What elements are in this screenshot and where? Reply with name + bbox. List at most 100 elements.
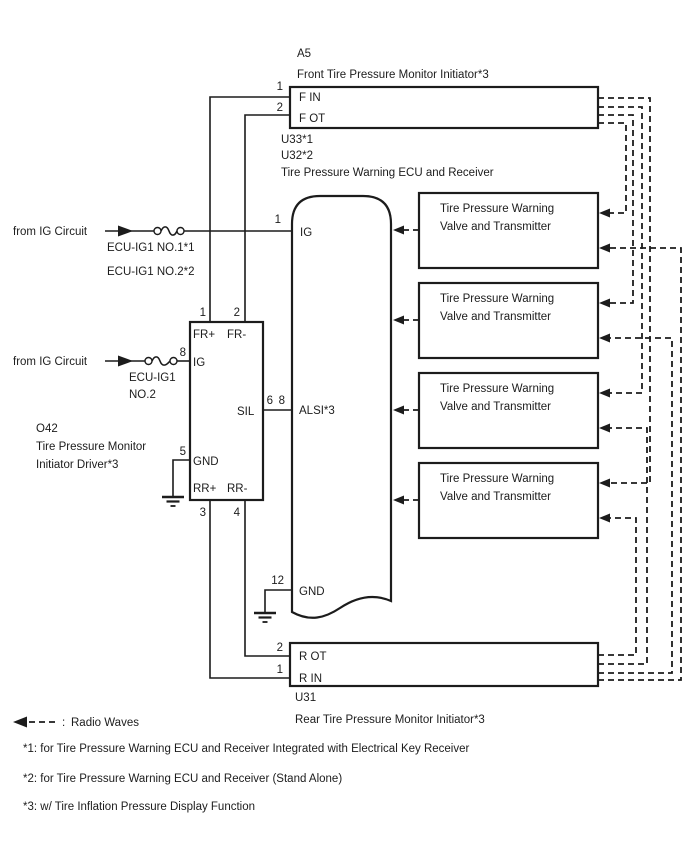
pin-number: 2: [234, 307, 240, 319]
wire-rrp-rin: [209, 500, 290, 679]
radio-front-tx4: [598, 97, 651, 484]
radio-front-tx2: [598, 114, 634, 304]
front-initiator-ref: A5: [297, 48, 311, 60]
fuse-label: ECU-IG1 NO.2*2: [107, 266, 195, 278]
transmitter-label-line2: Valve and Transmitter: [440, 491, 551, 503]
pin-label-rrp: RR+: [193, 483, 217, 495]
transmitter-label-line2: Valve and Transmitter: [440, 401, 551, 413]
pin-number: 1: [200, 307, 206, 319]
pin-label-rin: R IN: [299, 673, 322, 685]
pin-number: 1: [277, 81, 283, 93]
ecu-ground-icon: [254, 611, 276, 623]
pin-number: 4: [234, 507, 241, 519]
radio-arrowhead-icon: [599, 478, 610, 488]
transmitter-label-line1: Tire Pressure Warning: [440, 203, 554, 215]
legend: : Radio Waves: [13, 716, 139, 729]
wire-fot-frm: [244, 114, 290, 322]
pin-label-fot: F OT: [299, 113, 325, 125]
pin-number: 3: [200, 507, 206, 519]
wires: [105, 96, 292, 679]
radio-wave-legend-icon: [13, 716, 27, 728]
ecu-name: Tire Pressure Warning ECU and Receiver: [281, 167, 494, 179]
fuse-element-icon: [160, 226, 178, 236]
fuse-terminal-icon: [153, 226, 162, 236]
pin-number: 2: [277, 642, 283, 654]
fuse-terminal-icon: [176, 226, 185, 236]
transmitter-box-3: [417, 371, 600, 450]
arrow-right-icon: [118, 225, 133, 237]
pin-number: 1: [275, 214, 281, 226]
pin-label-rot: R OT: [299, 651, 326, 663]
footnote-2: *2: for Tire Pressure Warning ECU and Re…: [23, 773, 342, 785]
ig-source-row2: [118, 355, 178, 367]
pin-number: 2: [277, 102, 283, 114]
wire-ecu-gnd: [264, 589, 292, 612]
footnote-3: *3: w/ Tire Inflation Pressure Display F…: [23, 801, 255, 813]
radio-front-tx3: [598, 106, 643, 394]
footnotes: *1: for Tire Pressure Warning ECU and Re…: [23, 743, 470, 813]
rear-initiator-name: Rear Tire Pressure Monitor Initiator*3: [295, 714, 485, 726]
legend-label: Radio Waves: [71, 717, 139, 729]
wire-fin-frp: [209, 96, 290, 322]
pin-number: 12: [271, 575, 284, 587]
radio-arrowhead-icon: [393, 225, 404, 235]
front-initiator-box: [288, 85, 600, 130]
driver-name-line2: Initiator Driver*3: [36, 459, 118, 471]
pin-label-frm: FR-: [227, 329, 246, 341]
arrow-right-icon: [118, 355, 133, 367]
transmitter-label-line1: Tire Pressure Warning: [440, 383, 554, 395]
footnote-1: *1: for Tire Pressure Warning ECU and Re…: [23, 743, 470, 755]
fuse-label: NO.2: [129, 389, 156, 401]
initiator-driver-box: [188, 320, 265, 502]
front-initiator-name: Front Tire Pressure Monitor Initiator*3: [297, 69, 489, 81]
transmitter-box-1: [417, 191, 600, 270]
radio-arrowhead-icon: [393, 495, 404, 505]
pin-number: 8: [279, 395, 285, 407]
radio-arrowhead-icon: [393, 405, 404, 415]
ecu-ref1: U33*1: [281, 134, 313, 146]
ecu-ref2: U32*2: [281, 150, 313, 162]
fuse-label: ECU-IG1 NO.1*1: [107, 242, 195, 254]
radio-arrowhead-icon: [599, 208, 610, 218]
rear-initiator-box: [288, 641, 600, 688]
pin-label-rrm: RR-: [227, 483, 248, 495]
ig-source-label: from IG Circuit: [13, 356, 88, 368]
radio-arrowhead-icon: [599, 513, 610, 523]
ecu-box: [290, 194, 393, 619]
wire-driver-gnd: [172, 459, 190, 496]
radio-rear-tx1: [598, 247, 682, 681]
radio-rear-tx4: [598, 517, 637, 656]
pin-label-gnd: GND: [299, 586, 325, 598]
radio-arrowhead-icon: [599, 298, 610, 308]
pin-label-sil: SIL: [237, 406, 255, 418]
pin-label-ig: IG: [193, 357, 205, 369]
pin-number: 1: [277, 664, 283, 676]
transmitter-box-4: [417, 461, 600, 540]
radio-rear-tx3: [598, 427, 648, 665]
transmitter-label-line2: Valve and Transmitter: [440, 311, 551, 323]
fuse-element-icon: [151, 356, 171, 366]
transmitter-label-line1: Tire Pressure Warning: [440, 293, 554, 305]
wire-rrm-rot: [244, 500, 290, 657]
legend-separator: :: [62, 717, 65, 729]
driver-ref: O42: [36, 423, 58, 435]
radio-wave-lines: [393, 97, 682, 681]
pin-label-alsi: ALSI*3: [299, 405, 335, 417]
transmitter-label-line1: Tire Pressure Warning: [440, 473, 554, 485]
radio-rear-tx2: [598, 337, 673, 674]
radio-arrowhead-icon: [393, 315, 404, 325]
pin-label-ig: IG: [300, 227, 312, 239]
pin-label-fin: F IN: [299, 92, 321, 104]
fuse-terminal-icon: [144, 356, 153, 366]
pin-number: 5: [180, 446, 186, 458]
fuse-label: ECU-IG1: [129, 372, 176, 384]
radio-arrowhead-icon: [599, 388, 610, 398]
radio-arrowhead-icon: [599, 243, 610, 253]
rear-initiator-ref: U31: [295, 692, 316, 704]
pin-label-gnd: GND: [193, 456, 219, 468]
fuse-terminal-icon: [169, 356, 178, 366]
radio-front-tx1: [598, 122, 627, 214]
radio-arrowhead-icon: [599, 333, 610, 343]
